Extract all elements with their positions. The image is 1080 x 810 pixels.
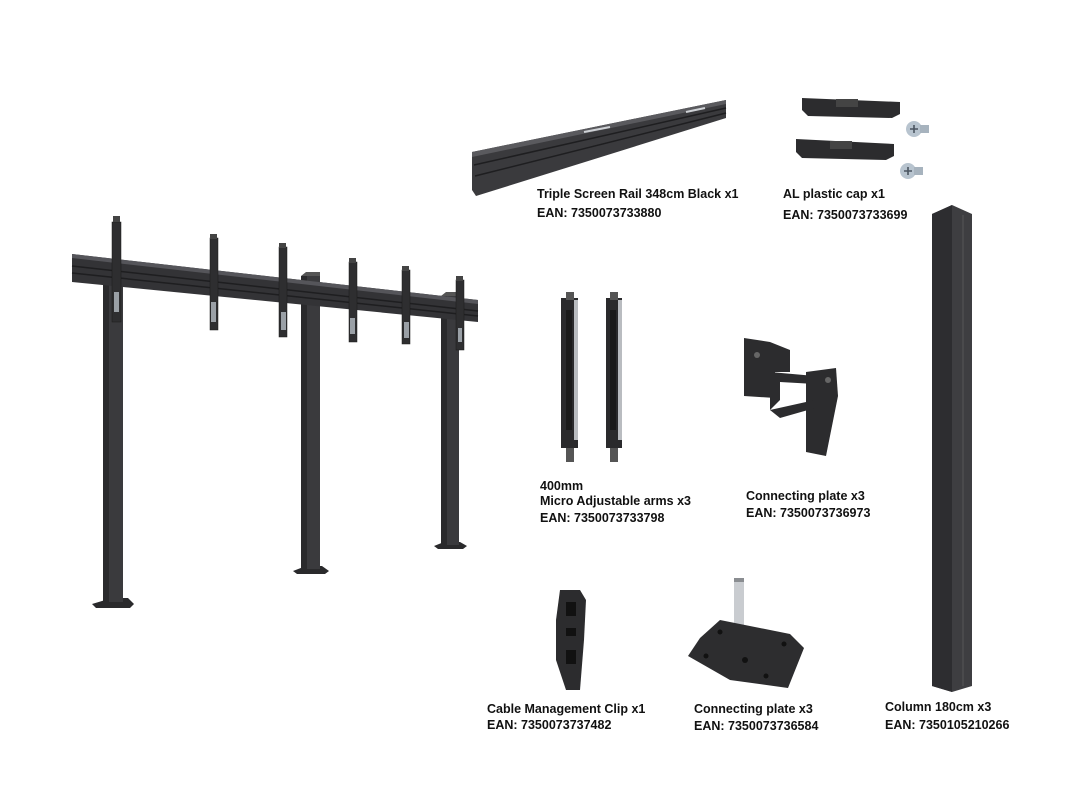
clip-part-name: Cable Management Clip x1 [487, 702, 646, 716]
arms-part-ean: EAN: 7350073733798 [540, 511, 665, 525]
clip-part-ean: EAN: 7350073737482 [487, 718, 612, 732]
rail-part-ean: EAN: 7350073733880 [537, 206, 662, 220]
micro-arms-image [561, 292, 622, 462]
connecting-bracket-image [744, 338, 838, 456]
column-part-name: Column 180cm x3 [885, 700, 992, 714]
bracket-part-name: Connecting plate x3 [746, 489, 865, 503]
stand-arms [111, 221, 465, 351]
stand-foot-left [92, 598, 134, 608]
rail-part-name: Triple Screen Rail 348cm Black x1 [537, 187, 739, 201]
base-plate-part-name: Connecting plate x3 [694, 702, 813, 716]
base-plate-part-ean: EAN: 7350073736584 [694, 719, 819, 733]
column-part-ean: EAN: 7350105210266 [885, 718, 1010, 732]
arms-part-name: Micro Adjustable arms x3 [540, 494, 691, 508]
cap-part-name: AL plastic cap x1 [783, 187, 885, 201]
screw-icon [900, 121, 929, 179]
base-plate-image [688, 578, 804, 688]
arms-part-size: 400mm [540, 479, 584, 493]
column-part-image [932, 205, 972, 692]
bracket-part-ean: EAN: 7350073736973 [746, 506, 871, 520]
plastic-cap-image [796, 98, 900, 160]
rail-part-image [472, 100, 726, 196]
cap-part-ean: EAN: 7350073733699 [783, 208, 908, 222]
cable-clip-image [556, 590, 586, 690]
